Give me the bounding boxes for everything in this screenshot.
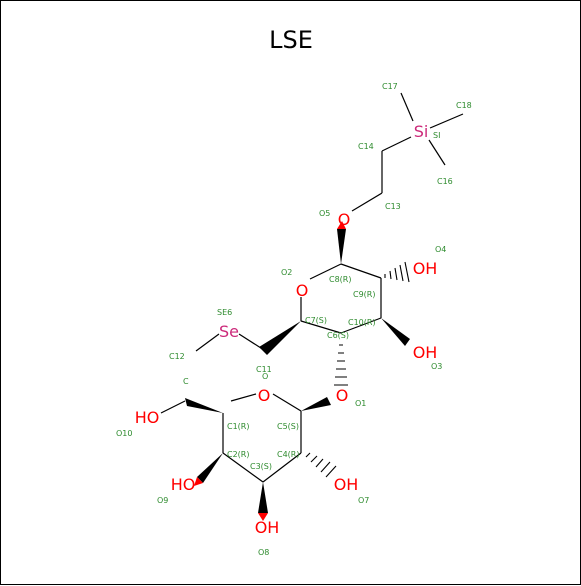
wedge-c3-o8 [258,482,268,513]
atom-si: Si [414,122,429,141]
wedge-c7-c11 [259,321,301,355]
atom-o-ring-upper: O [296,281,309,300]
label-c12: C12 [169,352,185,361]
label-o3: O3 [431,362,442,371]
atom-oh7: OH [334,475,359,494]
bond-o-c5 [272,393,302,412]
wedge-c2-o9-red [194,477,203,486]
bond-c18-si [429,113,464,129]
atom-oh3: OH [413,343,438,362]
label-c14: C14 [358,142,374,151]
hash-c9-o4 [384,261,410,283]
diagram-title: LSE [269,26,313,54]
atom-ho10: HO [135,408,160,427]
bond-c1-o [230,393,257,402]
label-o7: O7 [358,496,369,505]
label-c13: C13 [385,202,401,211]
label-c10: C10(R) [348,318,376,327]
label-o5: O5 [319,209,330,218]
label-c16: C16 [437,177,453,186]
bond-c4-c3 [262,452,302,483]
hash-c4-o7 [305,452,337,478]
label-o8: O8 [258,548,269,557]
wedge-c5-o1 [301,397,331,411]
atom-ho9: HO [171,475,196,494]
label-si: SI [433,131,440,140]
atom-labels: C17 C18 SI C14 C16 C13 O5 O4 O2 C8(R) C9… [116,82,472,557]
bond-c8-c9 [340,263,382,279]
bond-c10-c6 [340,317,382,334]
label-c17: C17 [382,82,398,91]
wedge-c8-o5 [337,229,346,264]
bond-c-o10 [160,400,186,414]
atom-o5: O [338,210,351,229]
bonds [160,92,464,483]
label-c9: C9(R) [353,290,375,299]
bond-o2-c8 [309,263,342,280]
atom-o1: O [336,386,349,405]
bond-c3-c2 [222,452,264,483]
label-o2: O2 [281,268,292,277]
bond-se-c12 [195,333,220,352]
label-o-small: O [262,372,268,381]
hash-c6-o1 [334,344,348,386]
wedge-c3-o8-red [258,513,268,521]
label-c2: C2(R) [227,450,249,459]
label-o10: O10 [116,429,132,438]
atom-oh8: OH [255,518,280,537]
label-o1: O1 [355,399,366,408]
label-c6: C6(S) [327,331,349,340]
label-c: C [183,377,189,386]
label-c8: C8(R) [329,275,351,284]
bond-c6-c7 [300,320,342,334]
label-c3: C3(S) [250,462,272,471]
bond-c13-o5 [351,192,383,212]
wedge-c1-c [185,398,223,413]
label-c18: C18 [456,101,472,110]
label-o9: O9 [157,496,168,505]
label-c4: C4(R) [277,450,299,459]
atom-oh4: OH [413,259,438,278]
label-c11: C11 [256,365,272,374]
label-c1: C1(R) [227,422,249,431]
atom-o-ring-lower: O [258,386,271,405]
wedge-c2-o9 [197,453,223,483]
wedge-c8-o5-red [337,221,346,229]
bond-si-c16 [428,139,446,166]
label-se6: SE6 [217,308,232,317]
label-o4: O4 [435,245,446,254]
bond-c17-si [400,92,414,122]
hashed-bonds [305,261,410,478]
label-c5: C5(S) [277,422,299,431]
label-c7: C7(S) [305,316,327,325]
bond-si-c14 [381,136,412,152]
wedge-bonds [185,221,410,521]
atom-se: Se [219,322,239,341]
wedge-c10-o3 [381,318,410,346]
atom-symbols: Si O O OH Se OH O O HO HO OH OH [135,122,438,537]
